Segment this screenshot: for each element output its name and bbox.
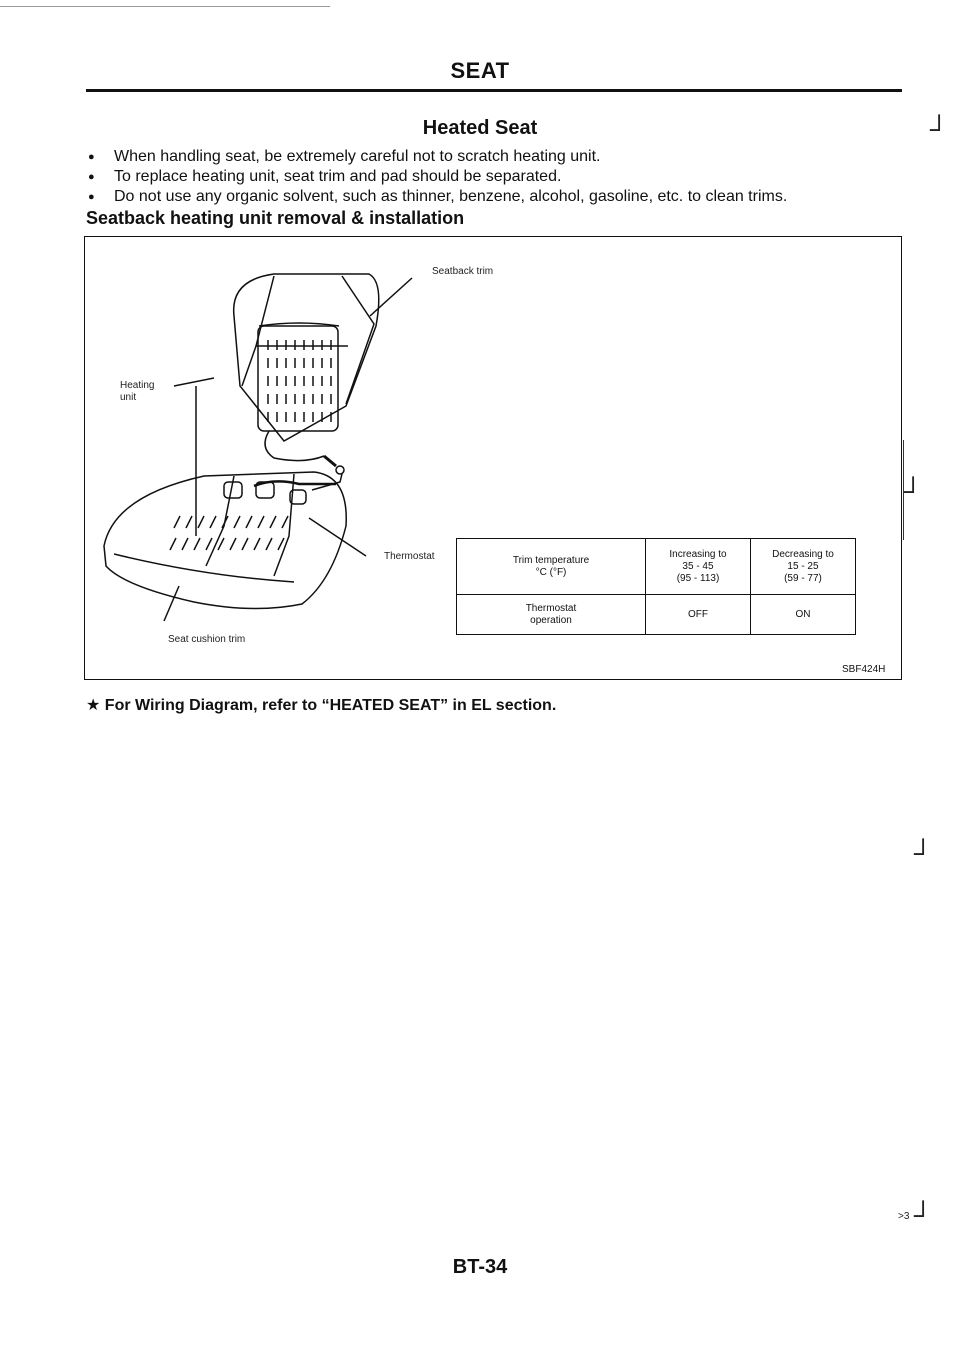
table-cell-text: Trim temperature (512, 554, 590, 566)
scan-top-rule (0, 6, 330, 7)
figure-frame (84, 236, 902, 680)
binder-mark: ┘ (914, 1200, 933, 1230)
seat-illustration (103, 273, 413, 622)
table-cell: Trim temperature °C (°F) (456, 538, 646, 595)
table-cell: Increasing to 35 - 45 (95 - 113) (645, 538, 751, 595)
table-cell-text: 15 - 25 (787, 560, 819, 572)
page-number: BT-34 (452, 1256, 508, 1278)
margin-mark: >3 (898, 1211, 910, 1222)
callout-thermostat: Thermostat (384, 551, 435, 562)
table-cell: ON Decreasing to 15 - 25 (59 - 77) (750, 538, 856, 595)
thermostat-spec-table: Trim temperature °C (°F) Increasing to 3… (456, 538, 856, 635)
caution-item: Do not use any organic solvent, such as … (86, 187, 906, 207)
table-cell-text: (95 - 113) (676, 572, 720, 584)
table-cell-text: 35 - 45 (682, 560, 714, 572)
table-cell-text: operation (530, 614, 572, 626)
table-cell-text: (59 - 77) (784, 572, 822, 584)
callout-seatback-trim: Seatback trim (432, 266, 494, 277)
table-cell-text: Decreasing to (772, 548, 834, 560)
table-cell: ON (750, 594, 856, 635)
header-rule (86, 89, 902, 92)
margin-rule (903, 440, 904, 540)
page-subtitle: Heated Seat (422, 117, 538, 139)
callout-seat-cushion-trim: Seat cushion trim (168, 634, 246, 645)
caution-item: To replace heating unit, seat trim and p… (86, 167, 906, 187)
binder-mark: ┘ (930, 114, 949, 144)
binder-mark: ┘ (904, 476, 923, 506)
table-row: Thermostat operation OFF ON (456, 594, 856, 635)
table-cell-text: Increasing to (669, 548, 727, 560)
table-row: Trim temperature °C (°F) Increasing to 3… (456, 538, 856, 595)
table-cell: OFF (645, 594, 751, 635)
caution-item: When handling seat, be extremely careful… (86, 147, 906, 167)
section-title: SEAT (450, 58, 510, 83)
table-cell-text: °C (°F) (535, 566, 567, 578)
procedure-heading: Seatback heating unit removal & installa… (86, 208, 465, 228)
table-cell: Thermostat operation (456, 594, 646, 635)
figure-id: SBF424H (842, 664, 886, 675)
caution-list: When handling seat, be extremely careful… (86, 147, 906, 207)
callout-heating-unit: Heating (120, 380, 155, 391)
binder-mark: ┘ (914, 838, 933, 868)
table-cell-text: Thermostat (525, 602, 577, 614)
wiring-diagram-note: ★ For Wiring Diagram, refer to “HEATED S… (86, 697, 557, 714)
callout-heating-unit: unit (120, 392, 137, 403)
